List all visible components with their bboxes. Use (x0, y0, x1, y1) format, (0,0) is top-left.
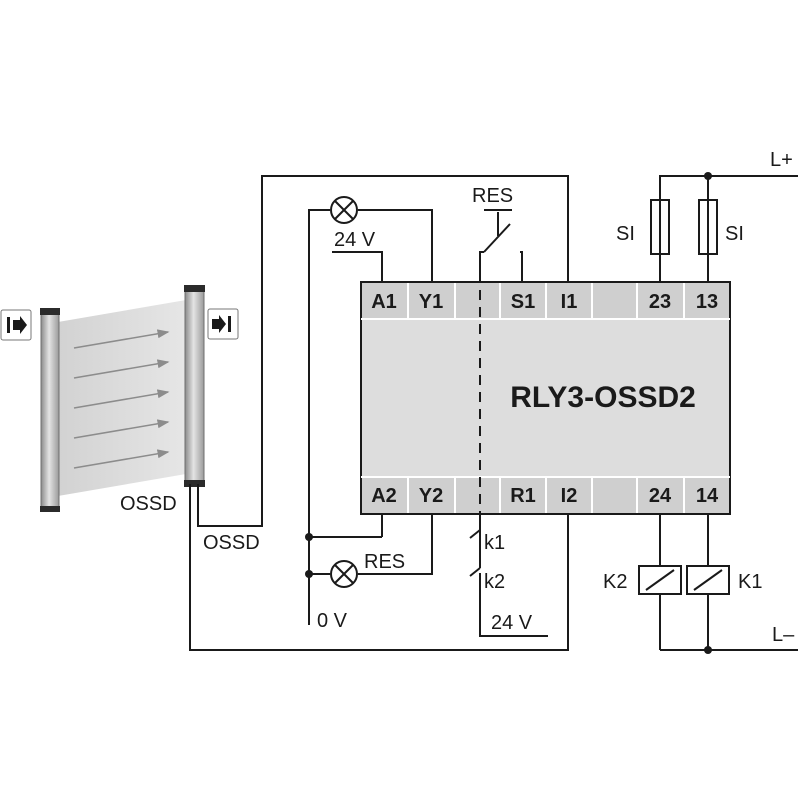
k2-contact-label: k2 (484, 571, 505, 593)
light-beams (73, 329, 170, 469)
terminal-i2: I2 (561, 485, 578, 507)
terminal-s1: S1 (511, 291, 535, 313)
module-body (360, 281, 731, 515)
terminal-a2: A2 (371, 485, 397, 507)
v24-bottom-label: 24 V (491, 612, 533, 634)
ossd-curtain-label: OSSD (120, 493, 177, 515)
protective-field (58, 300, 186, 496)
v24-top-label: 24 V (334, 229, 376, 251)
ossd-wire-i1 (197, 175, 569, 527)
l-plus-label: L+ (770, 149, 793, 171)
terminal-13: 13 (696, 291, 718, 313)
terminal-i1: I1 (561, 291, 578, 313)
terminal-a1: A1 (371, 291, 397, 313)
indicator-lamp-top (330, 196, 358, 224)
terminal-14: 14 (696, 485, 719, 507)
fuse-right-label: SI (725, 223, 744, 245)
receiver-arrow-icon (207, 308, 239, 340)
k1-contact-label: k1 (484, 532, 505, 554)
k2-coil-label: K2 (603, 571, 627, 593)
light-curtain: OSSD (0, 285, 239, 515)
terminal-r1: R1 (510, 485, 536, 507)
terminal-23: 23 (649, 291, 671, 313)
sender-arrow-icon (0, 309, 32, 341)
res-lamp-label: RES (364, 551, 405, 573)
res-switch-label: RES (472, 185, 513, 207)
ossd-wire-label: OSSD (203, 532, 260, 554)
junction-dots (305, 172, 712, 654)
receiver-pillar (184, 285, 205, 487)
zero-v-rail (308, 209, 330, 625)
res-lamp (330, 560, 358, 588)
coil-k2 (638, 565, 682, 595)
wires (189, 175, 798, 651)
relay-module: A1 Y1 S1 I1 23 13 A2 Y2 R1 I2 24 14 RLY3… (360, 256, 731, 556)
module-title: RLY3-OSSD2 (510, 381, 696, 414)
zero-v-label: 0 V (317, 610, 348, 632)
v24-top-wire (332, 251, 383, 282)
fuse-left-label: SI (616, 223, 635, 245)
terminal-24: 24 (649, 485, 672, 507)
k1-coil-label: K1 (738, 571, 762, 593)
l-minus-label: L– (772, 624, 795, 646)
terminal-y2: Y2 (419, 485, 443, 507)
sender-pillar (40, 308, 60, 512)
coil-k1 (686, 565, 730, 595)
ossd-wire-i2 (189, 484, 569, 651)
terminal-y1: Y1 (419, 291, 443, 313)
